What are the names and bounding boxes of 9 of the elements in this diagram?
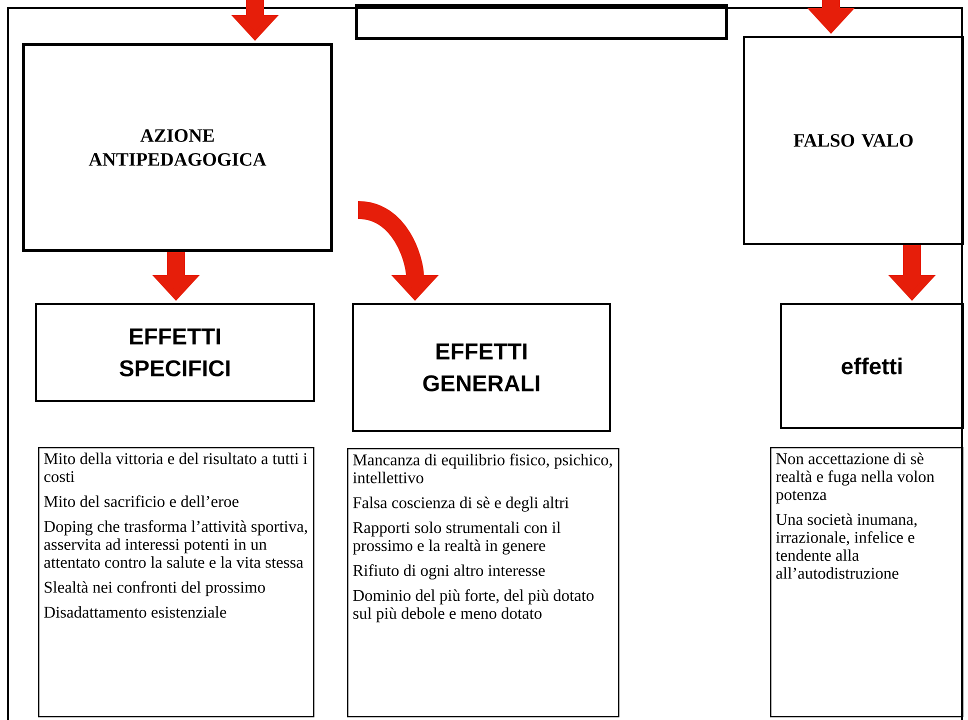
heading-box: effetti (780, 303, 964, 429)
heading-box: EFFETTI SPECIFICI (35, 303, 315, 402)
process-box: FALSO VALO (743, 36, 964, 245)
process-box: AZIONE ANTIPEDAGOGICA (22, 43, 333, 252)
text-box: Non accettazione di sè realtà e fuga nella volon potenza Una società inumana, irrazionale, infelice e tendente alla all’autodistruzione (770, 447, 964, 718)
text-box: Mancanza di equilibrio fisico, psichico, intellettivo Falsa coscienza di sè e degli altri Rapporti solo strumentali con il prossimo e la realtà in genere Rifiuto di ogni altro interesse Dominio del più forte, del più dotato sul più debole e meno dotato (347, 448, 620, 718)
process-box (355, 4, 728, 40)
text-box: Mito della vittoria e del risultato a tutti i costi Mito del sacrificio e dell’eroe Doping che trasforma l’attività sportiva, asservita ad interessi potenti in un attentato contro la salute e la vita stessa Slealtà nei confronti del prossimo Disadattamento esistenziale (38, 447, 314, 718)
heading-box: EFFETTI GENERALI (352, 303, 611, 432)
